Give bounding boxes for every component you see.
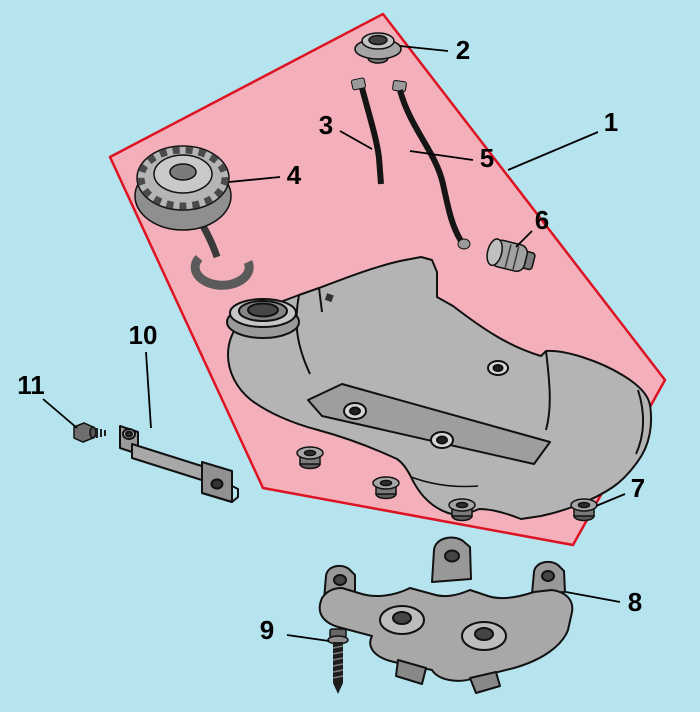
bracket-foot [469,671,501,694]
bushing-hole [379,479,393,487]
bushing-part-7 [570,498,598,522]
grommet-hole [368,34,388,46]
fuel-filter-part [486,238,536,273]
filler-neck-hole [247,302,279,318]
callout-11: 11 [17,370,45,400]
mounting-bracket-part [318,536,574,694]
bracket-plate [318,587,574,682]
bushing-hole [455,501,469,509]
callout-4: 4 [286,160,302,190]
callout-3: 3 [318,110,334,140]
tank-mounting-rail [307,383,551,465]
callout-10: 10 [128,320,158,350]
filter-end-cap [486,238,503,267]
filter-rib [504,244,512,268]
bracket-ear-hole [333,574,347,586]
fuel-line-long-tube [397,89,464,243]
bushing-part [296,446,324,470]
callout-1: 1 [603,107,619,137]
bracket-boss-hole [474,627,494,641]
cap-retainer-clip [190,255,254,290]
leader-line-1 [507,131,599,171]
support-bracket-tab-hole [125,430,133,438]
support-bracket-foot-line [201,485,239,503]
screw-shank-base [89,426,97,439]
line-end-fitting [457,238,471,250]
rail-hole [349,406,361,416]
leader-line-7 [595,493,626,507]
bushing-hole [303,449,317,457]
leader-line-6 [515,230,533,248]
bracket-ear-hole [541,570,555,582]
callout-7: 7 [630,473,646,503]
tank-step-line [318,287,323,313]
screw-threads [96,428,106,438]
bolt-tip [333,683,343,694]
leader-lines [42,45,626,642]
callout-8: 8 [627,587,643,617]
leader-line-11 [42,398,78,429]
bracket-boss-hole [392,611,412,625]
fuel-cap-part [134,145,254,290]
bracket-screw-part [73,422,106,443]
tank-ridge-line [295,294,311,375]
leader-line-8 [565,591,621,603]
leader-line-2 [399,45,449,52]
support-bracket-hole [210,478,224,490]
bushing-part [372,476,400,500]
callout-2: 2 [455,35,471,65]
support-bracket-arm [131,443,209,483]
callout-6: 6 [534,205,550,235]
tank-lower-contour [410,476,479,488]
leader-line-3 [339,130,373,150]
mounting-bolt-part [327,628,349,694]
tank-outline [227,256,653,520]
bushing-part [448,498,476,522]
callout-9: 9 [259,615,275,645]
fuel-line-short-part [350,77,384,185]
tank-hump-line [545,350,551,431]
bolt-threads [332,645,344,679]
cap-knurl-ring [137,146,229,210]
tank-vent-mark [324,293,334,303]
leader-line-5 [409,150,474,161]
leader-line-10 [145,351,152,429]
bracket-foot [395,659,427,685]
leader-line-9 [286,634,330,642]
cap-center-hub [169,163,197,181]
filter-rib [512,246,520,270]
tank-right-edge-line [635,389,645,455]
bolt-shank [333,642,343,683]
bushing-hole [577,501,591,509]
fuel-line-short-tube [359,87,384,185]
support-bracket-part [119,425,239,503]
tank-grommet-part [354,32,402,64]
tank-tab-hole [492,364,504,372]
fuel-line-long-part [392,79,471,250]
rail-hole [436,435,448,445]
callout-5: 5 [479,143,495,173]
bracket-ear-hole [444,549,460,563]
fuel-tank-part [226,256,653,520]
leader-line-4 [228,176,281,183]
